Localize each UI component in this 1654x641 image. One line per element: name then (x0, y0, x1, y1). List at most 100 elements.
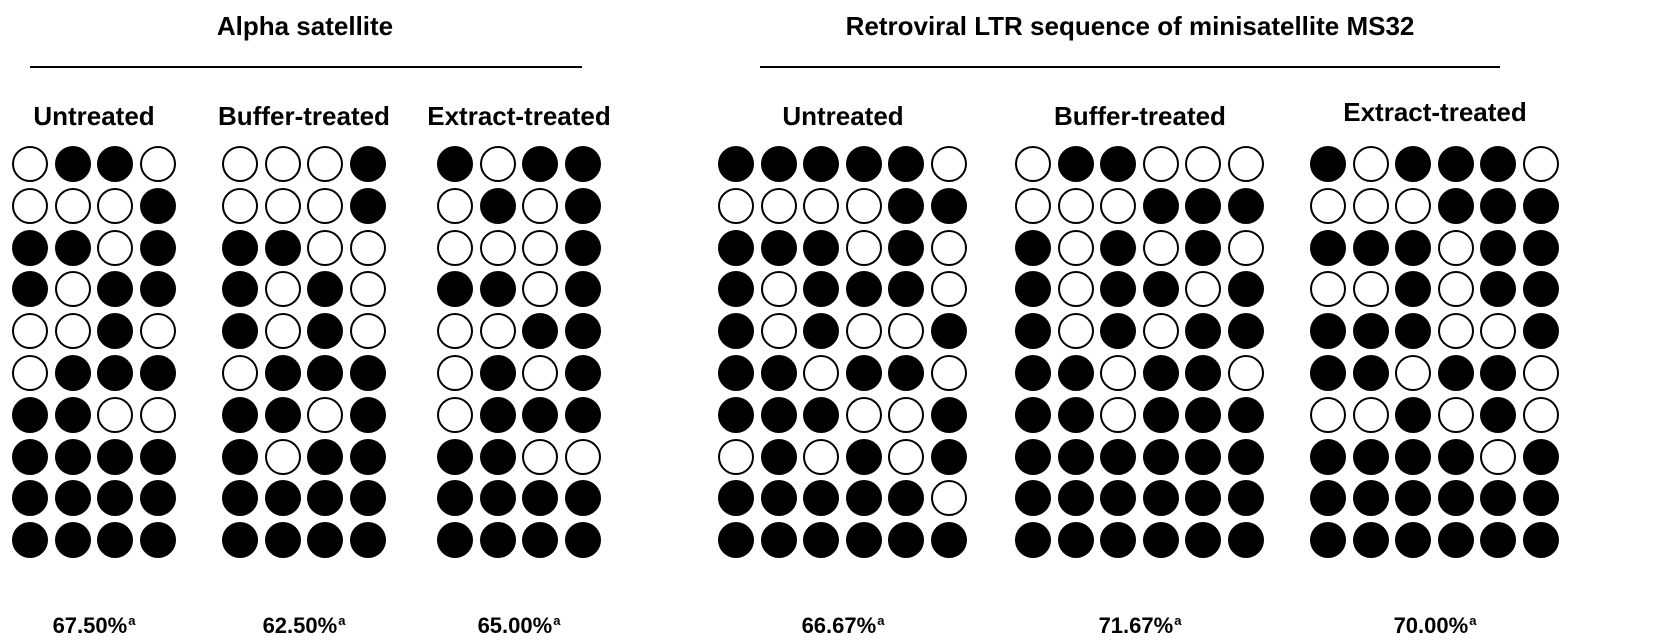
methylated-cpg-dot (931, 397, 967, 433)
unmethylated-cpg-dot (1310, 397, 1346, 433)
methylated-cpg-dot (1143, 439, 1179, 475)
methylated-cpg-dot (1058, 522, 1094, 558)
methylated-cpg-dot (140, 480, 176, 516)
methylated-cpg-dot (97, 146, 133, 182)
group-title: Alpha satellite (216, 11, 394, 41)
unmethylated-cpg-dot (846, 188, 882, 224)
methylated-cpg-dot (1228, 522, 1264, 558)
methylated-cpg-dot (1353, 439, 1389, 475)
unmethylated-cpg-dot (931, 230, 967, 266)
methylated-cpg-dot (1523, 480, 1559, 516)
methylated-cpg-dot (718, 230, 754, 266)
unmethylated-cpg-dot (1100, 355, 1136, 391)
methylated-cpg-dot (12, 397, 48, 433)
methylated-cpg-dot (1143, 397, 1179, 433)
unmethylated-cpg-dot (1058, 313, 1094, 349)
methylated-cpg-dot (350, 397, 386, 433)
methylated-cpg-dot (522, 522, 558, 558)
unmethylated-cpg-dot (307, 146, 343, 182)
methylated-cpg-dot (1185, 188, 1221, 224)
methylated-cpg-dot (1143, 355, 1179, 391)
methylated-cpg-dot (1438, 146, 1474, 182)
group-divider (30, 66, 582, 68)
unmethylated-cpg-dot (12, 188, 48, 224)
methylated-cpg-dot (222, 522, 258, 558)
unmethylated-cpg-dot (480, 230, 516, 266)
methylated-cpg-dot (222, 271, 258, 307)
group-divider (760, 66, 1500, 68)
methylated-cpg-dot (761, 146, 797, 182)
methylated-cpg-dot (1100, 146, 1136, 182)
unmethylated-cpg-dot (265, 146, 301, 182)
methylated-cpg-dot (1395, 522, 1431, 558)
methylated-cpg-dot (307, 355, 343, 391)
unmethylated-cpg-dot (307, 230, 343, 266)
methylated-cpg-dot (1015, 355, 1051, 391)
methylated-cpg-dot (350, 188, 386, 224)
methylated-cpg-dot (350, 439, 386, 475)
unmethylated-cpg-dot (846, 397, 882, 433)
unmethylated-cpg-dot (803, 188, 839, 224)
methylated-cpg-dot (888, 271, 924, 307)
unmethylated-cpg-dot (1058, 188, 1094, 224)
methylated-cpg-dot (803, 480, 839, 516)
unmethylated-cpg-dot (437, 230, 473, 266)
methylated-cpg-dot (1185, 522, 1221, 558)
methylated-cpg-dot (522, 146, 558, 182)
methylated-cpg-dot (265, 522, 301, 558)
methylated-cpg-dot (97, 439, 133, 475)
unmethylated-cpg-dot (846, 230, 882, 266)
methylation-percent: 65.00%a (477, 613, 561, 638)
methylated-cpg-dot (718, 271, 754, 307)
unmethylated-cpg-dot (140, 146, 176, 182)
unmethylated-cpg-dot (97, 230, 133, 266)
methylated-cpg-dot (265, 397, 301, 433)
unmethylated-cpg-dot (1438, 397, 1474, 433)
methylated-cpg-dot (480, 480, 516, 516)
methylated-cpg-dot (1480, 271, 1516, 307)
unmethylated-cpg-dot (1523, 146, 1559, 182)
methylated-cpg-dot (931, 313, 967, 349)
methylated-cpg-dot (1228, 480, 1264, 516)
methylated-cpg-dot (1143, 271, 1179, 307)
unmethylated-cpg-dot (1185, 146, 1221, 182)
methylated-cpg-dot (12, 522, 48, 558)
methylated-cpg-dot (480, 397, 516, 433)
methylated-cpg-dot (1058, 355, 1094, 391)
methylated-cpg-dot (1058, 397, 1094, 433)
methylated-cpg-dot (1228, 271, 1264, 307)
unmethylated-cpg-dot (718, 439, 754, 475)
methylated-cpg-dot (565, 522, 601, 558)
methylated-cpg-dot (565, 397, 601, 433)
methylated-cpg-dot (140, 230, 176, 266)
unmethylated-cpg-dot (265, 439, 301, 475)
methylated-cpg-dot (1395, 397, 1431, 433)
unmethylated-cpg-dot (265, 271, 301, 307)
methylated-cpg-dot (888, 480, 924, 516)
methylated-cpg-dot (437, 146, 473, 182)
methylated-cpg-dot (1523, 522, 1559, 558)
methylated-cpg-dot (718, 480, 754, 516)
methylated-cpg-dot (140, 439, 176, 475)
methylated-cpg-dot (1480, 355, 1516, 391)
methylated-cpg-dot (761, 397, 797, 433)
unmethylated-cpg-dot (888, 313, 924, 349)
methylated-cpg-dot (846, 355, 882, 391)
methylated-cpg-dot (1185, 480, 1221, 516)
methylated-cpg-dot (1100, 522, 1136, 558)
unmethylated-cpg-dot (846, 313, 882, 349)
panel-title: Untreated (33, 101, 155, 131)
unmethylated-cpg-dot (761, 271, 797, 307)
methylated-cpg-dot (1228, 188, 1264, 224)
methylated-cpg-dot (1185, 439, 1221, 475)
unmethylated-cpg-dot (1353, 397, 1389, 433)
unmethylated-cpg-dot (1143, 230, 1179, 266)
unmethylated-cpg-dot (1310, 271, 1346, 307)
unmethylated-cpg-dot (522, 230, 558, 266)
methylated-cpg-dot (222, 397, 258, 433)
methylated-cpg-dot (307, 522, 343, 558)
unmethylated-cpg-dot (1058, 230, 1094, 266)
methylated-cpg-dot (1353, 522, 1389, 558)
methylated-cpg-dot (1015, 439, 1051, 475)
methylated-cpg-dot (1015, 313, 1051, 349)
